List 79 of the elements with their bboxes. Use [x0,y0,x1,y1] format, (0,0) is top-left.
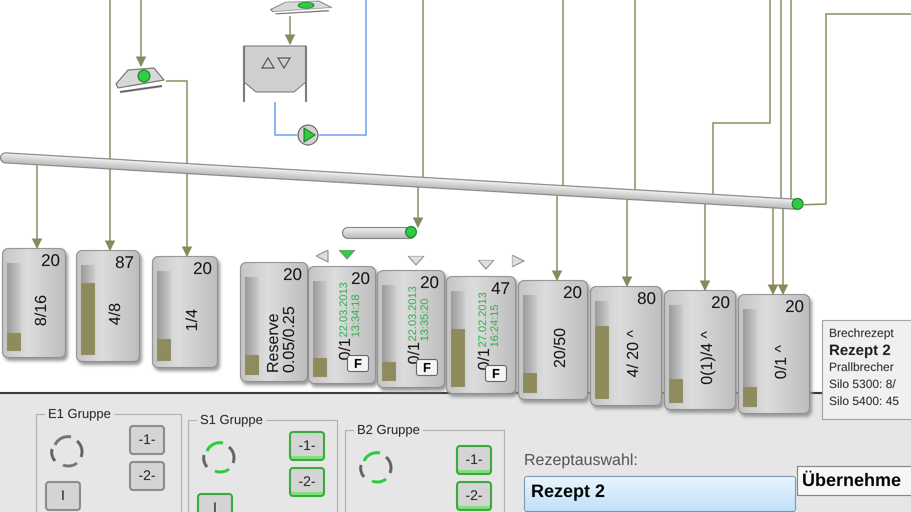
grain-size-label: 0/1 ^ [774,344,790,380]
pipe-line [634,0,636,190]
group-title: B2 Gruppe [354,422,423,437]
feed-arrow [700,204,710,292]
hopper-icon [242,44,308,102]
group-button: I [45,481,81,511]
pipe-line [422,0,424,177]
pipe-line [780,0,782,198]
feed-arrow [778,208,788,296]
silo-tile [590,286,662,406]
fill-level-value: 20 [563,283,582,303]
group-button: -2- [456,481,492,511]
fill-level-value: 20 [711,293,730,313]
grain-size-label: 20/50 [553,328,569,368]
pump-icon [297,124,319,146]
pipe-line [109,0,111,158]
group-title: E1 Gruppe [45,406,114,421]
pipe-line [319,0,367,136]
grain-size-label: Reserve 0.05/0.25 [266,305,298,373]
group-button: -1- [456,445,492,475]
grain-size-label: 4/ 20 ^ [626,330,642,378]
grain-size-label: 1/4 [185,308,201,332]
panel-heading: Brechrezept [829,325,895,342]
group-button: I [197,493,233,512]
group-title: S1 Gruppe [197,412,266,427]
feed-arrow [32,165,42,250]
apply-button: Übernehme [797,466,911,496]
silo-tile [664,290,736,410]
fill-level-value: 20 [351,269,370,289]
fill-level-value: 20 [41,251,60,271]
silo-tile [738,294,810,414]
filter-button: F [347,355,369,372]
field-label: Rezeptauswahl: [524,452,638,470]
filter-button: F [416,359,438,376]
fill-level-value: 20 [193,259,212,279]
silo-tile [2,248,66,358]
feed-arrow [136,0,146,68]
crusher-icon [114,66,166,96]
silo-tile [240,262,308,382]
recipe-select-field: Rezept 2 [524,476,796,512]
pipe-line [804,13,911,206]
group-button: -2- [129,461,165,491]
silo-tile [76,250,140,362]
fill-level-value: 20 [283,265,302,285]
pipe-line [274,102,297,136]
feed-arrow [104,169,116,252]
pipe-line [166,80,188,163]
grain-size-label: 0(1)/4 ^ [700,331,716,385]
recipe-info-panel [822,320,911,420]
feed-arrow [412,188,424,228]
conveyor-belt [342,227,416,239]
fill-level-value: 87 [115,253,134,273]
grain-size-label: 4/8 [108,302,124,326]
feed-arrow [552,196,562,282]
pipe-line [562,0,564,186]
recipe-name: Rezept 2 [829,342,892,359]
pipe-line [790,0,792,198]
feed-arrow [182,174,192,258]
feed-arrow [768,208,778,296]
pipe-line [712,0,771,194]
fill-level-value: 80 [637,289,656,309]
silo-tile [446,276,516,394]
filter-button: F [485,365,507,382]
fill-level-value: 20 [420,273,439,293]
info-text: Silo 5300: 8/ [829,376,897,393]
silo-tile [377,270,445,388]
group-button: -1- [289,431,325,461]
silo-tile [308,266,376,384]
fill-level-value: 20 [785,297,804,317]
silo-tile [518,280,588,400]
info-text: Silo 5400: 45 [829,393,900,410]
silo-tile [152,256,218,368]
grain-size-label: 8/16 [34,295,50,327]
feed-arrow [284,16,296,46]
crusher-icon [268,0,334,16]
group-button: -1- [129,425,165,455]
group-button: -2- [289,467,325,497]
feed-arrow [622,200,632,288]
info-text: Prallbrecher [829,359,895,376]
